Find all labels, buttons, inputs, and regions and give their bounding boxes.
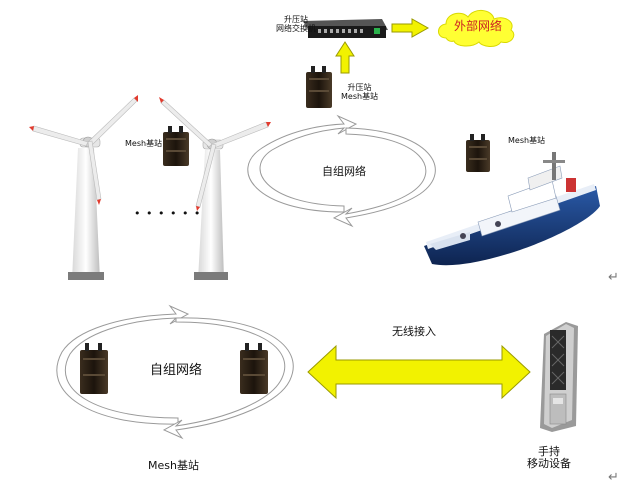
network-switch	[303, 19, 388, 38]
turbine-dots: • • • • • •	[134, 207, 202, 220]
handheld-label: 手持 移动设备	[527, 445, 571, 471]
booster-label-line2: Mesh基站	[341, 91, 379, 101]
top-selfnet-label: 自组网络	[322, 165, 366, 178]
booster-label: 升压站 Mesh基站	[341, 83, 379, 102]
bottom-mesh-label: Mesh基站	[148, 459, 199, 472]
wind-turbine-1	[29, 95, 138, 280]
booster-mesh-radio	[306, 66, 332, 108]
switch-label: 升压站 网络交换机	[276, 15, 316, 34]
turbine-mesh-label: Mesh基站	[125, 139, 163, 148]
ship	[424, 152, 600, 266]
external-network-cloud	[438, 10, 515, 47]
handheld-label-line1: 手持	[538, 445, 560, 458]
bottom-mesh-radio-right	[240, 343, 268, 394]
turbine-mesh-radio	[163, 126, 189, 166]
ship-mesh-label: Mesh基站	[508, 136, 546, 145]
wireless-access-arrow	[307, 344, 531, 400]
switch-label-line1: 升压站	[284, 15, 308, 24]
handheld-device	[540, 322, 578, 432]
switch-label-line2: 网络交换机	[276, 23, 316, 33]
handheld-label-line2: 移动设备	[527, 457, 571, 471]
arrow-booster-to-switch	[335, 41, 355, 74]
cloud-label: 外部网络	[454, 19, 503, 33]
wireless-label: 无线接入	[392, 325, 436, 338]
bottom-mesh-radio-left	[80, 343, 108, 394]
return-mark-1: ↵	[608, 270, 619, 285]
booster-label-line1: 升压站	[347, 83, 372, 92]
bottom-selfnet-ring	[56, 304, 294, 440]
bottom-selfnet-label: 自组网络	[150, 363, 203, 378]
top-selfnet-ring	[247, 114, 436, 228]
ship-mesh-radio	[466, 134, 490, 172]
wind-turbine-2	[159, 97, 271, 280]
arrow-to-external-network	[391, 18, 430, 38]
return-mark-2: ↵	[608, 470, 619, 485]
